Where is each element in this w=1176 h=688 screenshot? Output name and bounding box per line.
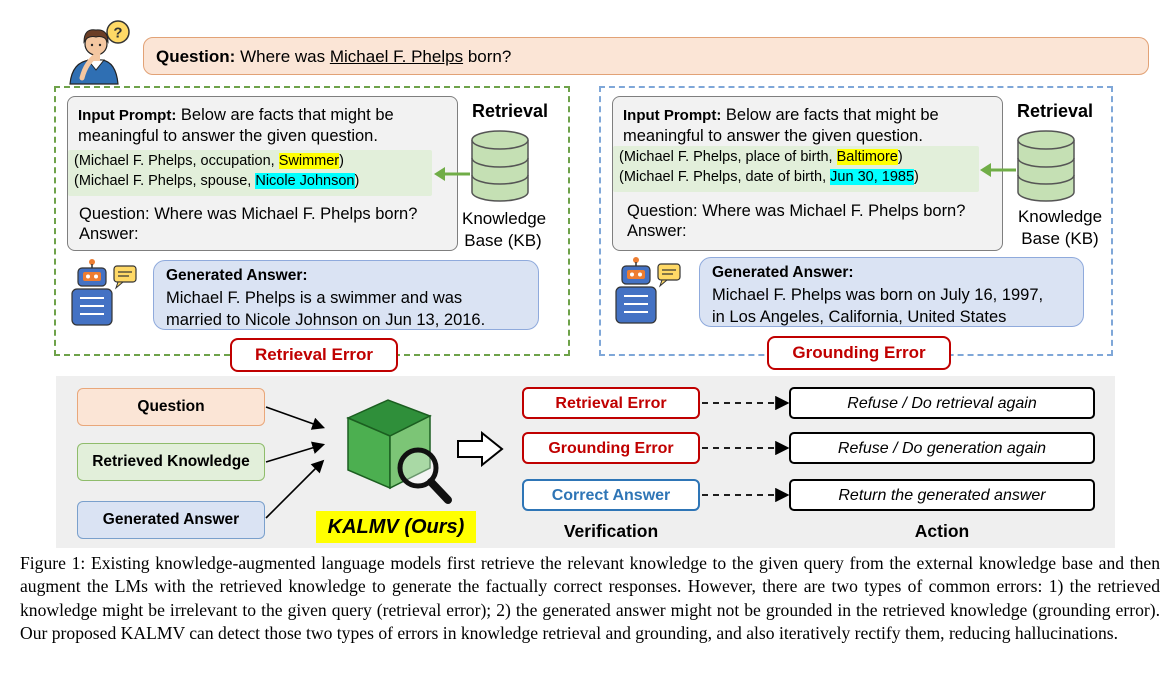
fact-text: (Michael F. Phelps, date of birth, (619, 169, 827, 185)
prompt-label: Input Prompt: (623, 107, 722, 124)
prompt-text: Below are facts that might be (725, 106, 939, 124)
action-return-answer: Return the generated answer (789, 479, 1095, 511)
verification-header: Verification (563, 521, 659, 541)
figure-caption: Figure 1: Existing knowledge-augmented l… (20, 553, 1160, 644)
fact-text: ) (914, 169, 919, 185)
fact-value-highlight: Swimmer (278, 153, 340, 169)
question-entity: Michael F. Phelps (329, 47, 464, 66)
prompt-answer-line: Answer: (627, 222, 687, 240)
prompt-text: Below are facts that might be (180, 106, 394, 124)
question-label: Question: (156, 47, 236, 66)
fact-text: (Michael F. Phelps, spouse, (74, 173, 252, 189)
kb-label: Knowledge Base (KB) (1008, 206, 1112, 250)
action-header: Action (914, 521, 970, 541)
kb-label-line: Knowledge (1017, 207, 1103, 226)
question-suffix: born? (467, 47, 512, 66)
retrieval-error-tag: Retrieval Error (230, 338, 398, 372)
retrieval-title: Retrieval (1017, 101, 1094, 121)
retrieved-facts: (Michael F. Phelps, place of birth, Balt… (613, 146, 979, 192)
question-bar: Question: Where was Michael F. Phelps bo… (143, 37, 1149, 75)
fact-text: ) (897, 149, 903, 165)
thinking-person-icon: ? (69, 20, 130, 85)
input-answer-box: Generated Answer (77, 501, 265, 539)
grounding-error-tag: Grounding Error (767, 336, 951, 370)
retrieved-facts: (Michael F. Phelps, occupation, Swimmer)… (68, 150, 432, 196)
magnifier-icon (397, 447, 452, 504)
fact-value-highlight: Baltimore (836, 149, 898, 165)
input-knowledge-box: Retrieved Knowledge (77, 443, 265, 481)
green-cube-icon (346, 399, 452, 504)
fact-value-highlight: Nicole Johnson (255, 173, 355, 189)
action-generation-again: Refuse / Do generation again (789, 432, 1095, 464)
generated-answer-title: Generated Answer: (166, 267, 308, 284)
kb-label: Knowledge Base (KB) (462, 208, 547, 252)
fact-text: (Michael F. Phelps, place of birth, (619, 149, 833, 165)
input-arrows (265, 406, 326, 519)
generated-answer-text: in Los Angeles, California, United State… (712, 308, 1007, 326)
prompt-question: Question: Where was Michael F. Phelps bo… (79, 204, 417, 244)
generated-answer-title: Generated Answer: (712, 264, 854, 281)
fact-text: ) (339, 153, 344, 169)
prompt-text: meaningful to answer the given question. (623, 127, 923, 145)
hollow-arrow-icon (457, 431, 504, 467)
database-icon (1017, 130, 1075, 202)
prompt-text: meaningful to answer the given question. (78, 127, 378, 145)
prompt-answer-line: Answer: (79, 225, 139, 243)
svg-text:?: ? (113, 25, 122, 42)
retrieval-arrow (980, 163, 1016, 177)
robot-icon (615, 257, 681, 324)
generated-answer-box: Generated Answer: Michael F. Phelps is a… (153, 260, 539, 330)
kb-label-line: Base (KB) (464, 231, 542, 250)
action-retrieval-again: Refuse / Do retrieval again (789, 387, 1095, 419)
generated-answer-box: Generated Answer: Michael F. Phelps was … (699, 257, 1084, 327)
retrieval-title: Retrieval (472, 101, 549, 121)
fact-text: ) (354, 173, 360, 189)
verify-retrieval-error: Retrieval Error (522, 387, 700, 419)
retrieval-arrow (434, 167, 470, 181)
prompt-question: Question: Where was Michael F. Phelps bo… (627, 201, 965, 241)
generated-answer-text: Michael F. Phelps is a swimmer and was (166, 289, 463, 307)
generated-answer-text: Michael F. Phelps was born on July 16, 1… (712, 286, 1044, 304)
database-icon (471, 130, 529, 202)
verify-grounding-error: Grounding Error (522, 432, 700, 464)
prompt-label: Input Prompt: (78, 107, 177, 124)
input-question-box: Question (77, 388, 265, 426)
dashed-arrows (702, 395, 790, 503)
kalmv-label: KALMV (Ours) (316, 511, 476, 543)
robot-icon (71, 259, 137, 326)
kb-label-line: Base (KB) (1021, 229, 1099, 248)
generated-answer-text: married to Nicole Johnson on Jun 13, 201… (166, 311, 486, 329)
prompt-question-line: Question: Where was Michael F. Phelps bo… (79, 205, 418, 223)
fact-text: (Michael F. Phelps, occupation, (74, 153, 275, 169)
fact-value-highlight: Jun 30, 1985 (830, 169, 915, 185)
kb-label-line: Knowledge (462, 209, 547, 228)
prompt-question-line: Question: Where was Michael F. Phelps bo… (627, 202, 966, 220)
question-prefix: Where was (240, 47, 326, 66)
verify-correct-answer: Correct Answer (522, 479, 700, 511)
